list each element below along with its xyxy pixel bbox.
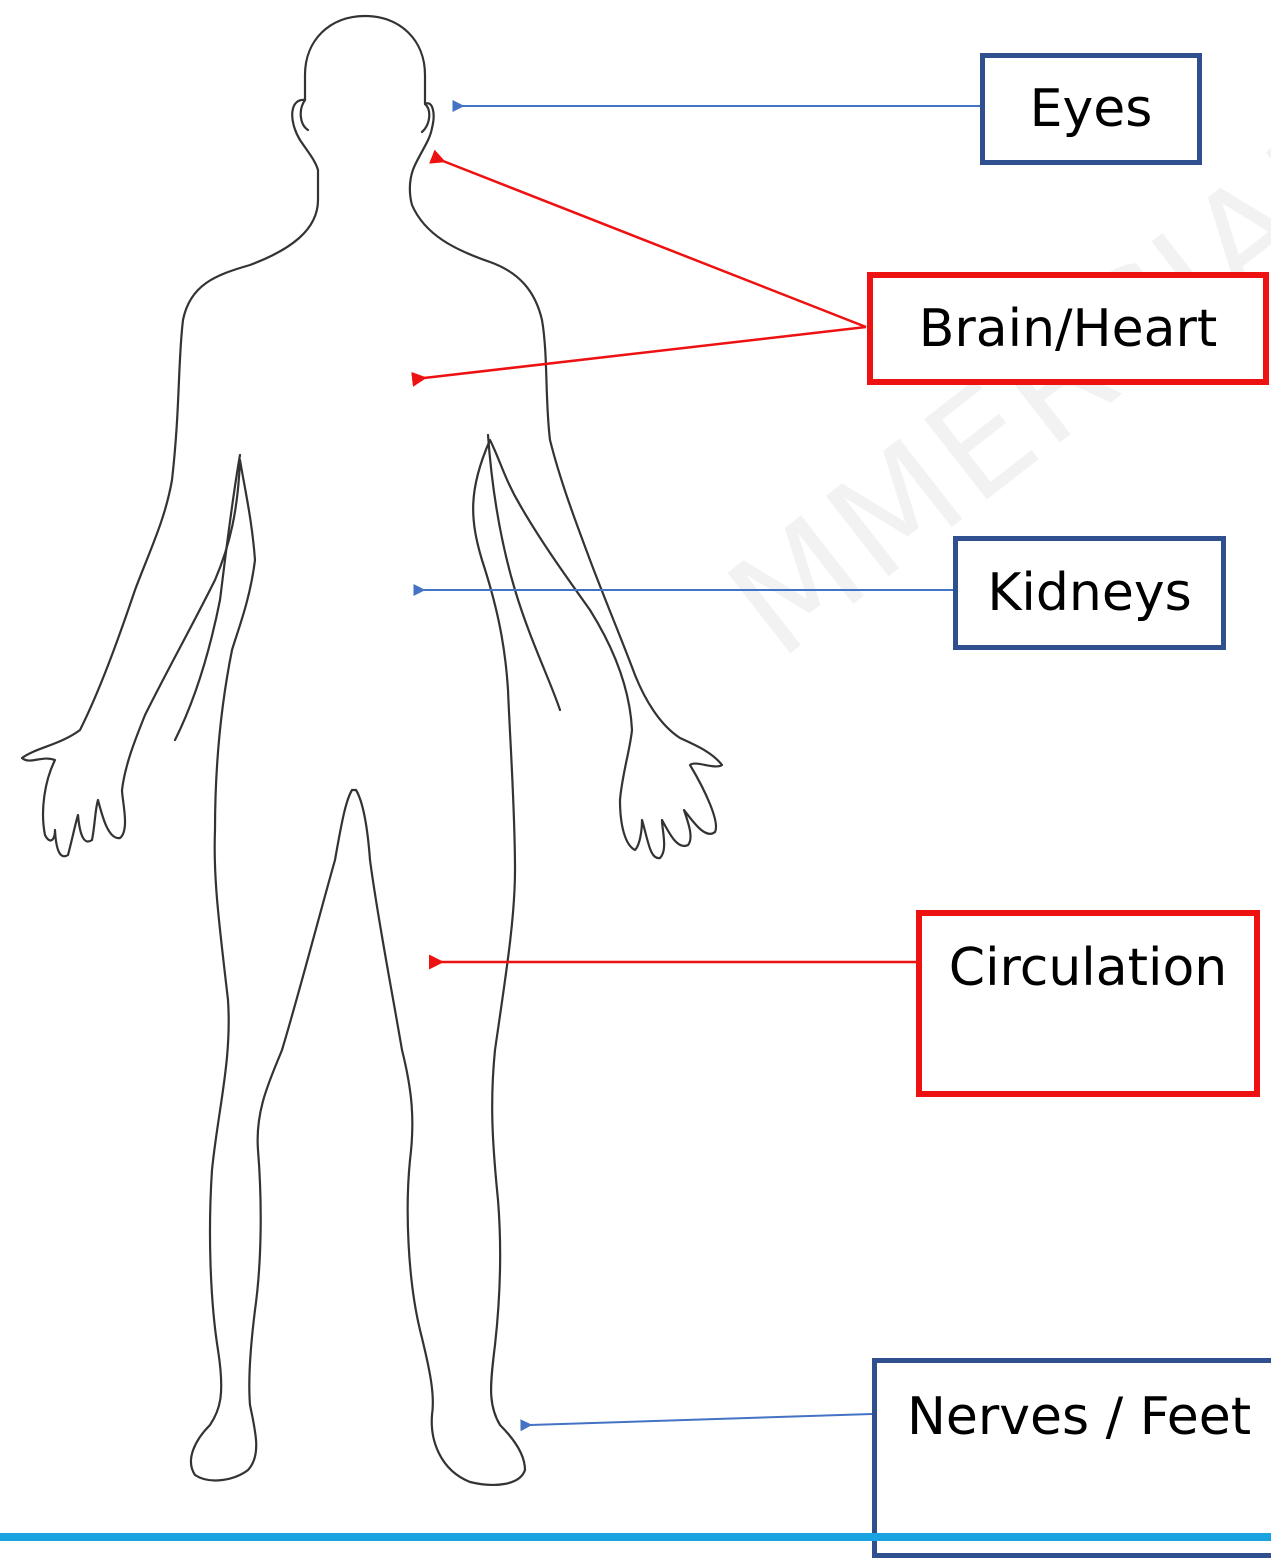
nerves-feet-arrow xyxy=(530,1414,872,1425)
brain-arrow xyxy=(443,161,866,327)
right-arm-inner-line xyxy=(488,435,560,710)
heart-arrow xyxy=(424,327,866,378)
circulation-label: Circulation xyxy=(949,942,1227,994)
bottom-accent-bar xyxy=(0,1533,1271,1541)
left-ear-detail xyxy=(301,100,308,130)
eyes-label-box: Eyes xyxy=(980,53,1202,165)
nerves-feet-label-box: Nerves / Feet xyxy=(872,1358,1271,1558)
body-silhouette xyxy=(22,16,722,1485)
kidneys-label-box: Kidneys xyxy=(953,536,1226,650)
kidneys-label: Kidneys xyxy=(987,567,1191,619)
brain-heart-label: Brain/Heart xyxy=(919,303,1218,355)
eyes-label: Eyes xyxy=(1030,83,1153,135)
nerves-feet-label: Nerves / Feet xyxy=(907,1391,1251,1443)
left-arm-inner-line xyxy=(175,455,240,740)
brain-heart-label-box: Brain/Heart xyxy=(867,272,1269,385)
right-ear-detail xyxy=(422,104,429,132)
circulation-label-box: Circulation xyxy=(916,910,1260,1097)
human-body-outline-icon xyxy=(22,16,722,1485)
